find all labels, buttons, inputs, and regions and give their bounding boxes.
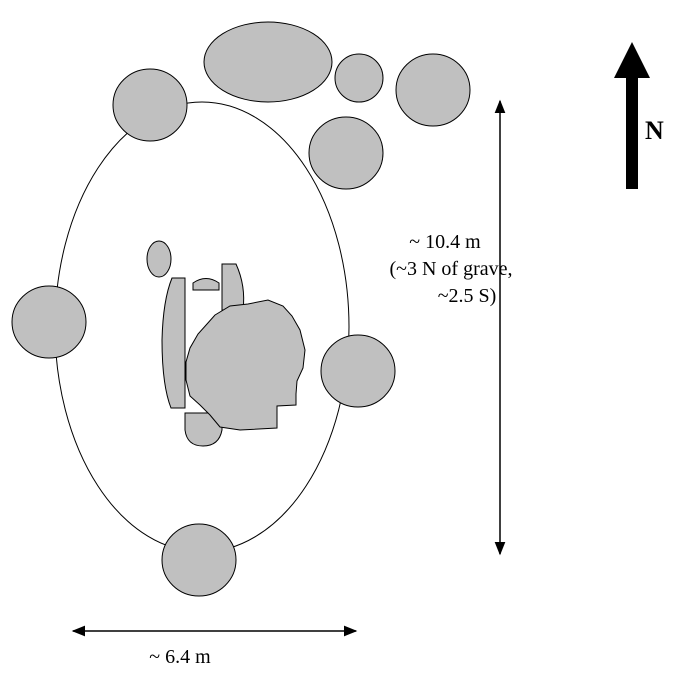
stone-west bbox=[11, 285, 87, 359]
grave-stone-large-boulder bbox=[185, 299, 306, 431]
length-label-line2: (~3 N of grave, bbox=[390, 258, 513, 280]
north-arrow-shaft bbox=[626, 76, 638, 189]
length-label-line3: ~2.5 S) bbox=[438, 285, 497, 307]
outer-stones bbox=[11, 21, 471, 597]
grave-stone-west-slab bbox=[161, 277, 186, 409]
stone-northwest bbox=[112, 68, 188, 142]
grave-stone-small-oval bbox=[146, 240, 172, 278]
stone-south bbox=[161, 523, 237, 597]
north-arrow: N bbox=[614, 42, 664, 189]
grave-stone-small-cap bbox=[192, 278, 220, 291]
stone-east bbox=[320, 334, 396, 408]
stone-northeast-outer bbox=[395, 53, 471, 127]
stone-north-small bbox=[334, 53, 384, 103]
north-label: N bbox=[645, 116, 664, 145]
stone-north-large bbox=[203, 21, 333, 103]
length-label-line1: ~ 10.4 m bbox=[409, 231, 481, 253]
width-label: ~ 6.4 m bbox=[149, 646, 211, 668]
north-arrow-head bbox=[614, 42, 650, 78]
grave-stone-south-cap bbox=[184, 412, 223, 447]
grave-stones bbox=[146, 240, 306, 447]
stone-northeast bbox=[308, 116, 384, 190]
grave-stone-east-slab bbox=[221, 263, 245, 311]
ring-outline bbox=[54, 101, 350, 553]
